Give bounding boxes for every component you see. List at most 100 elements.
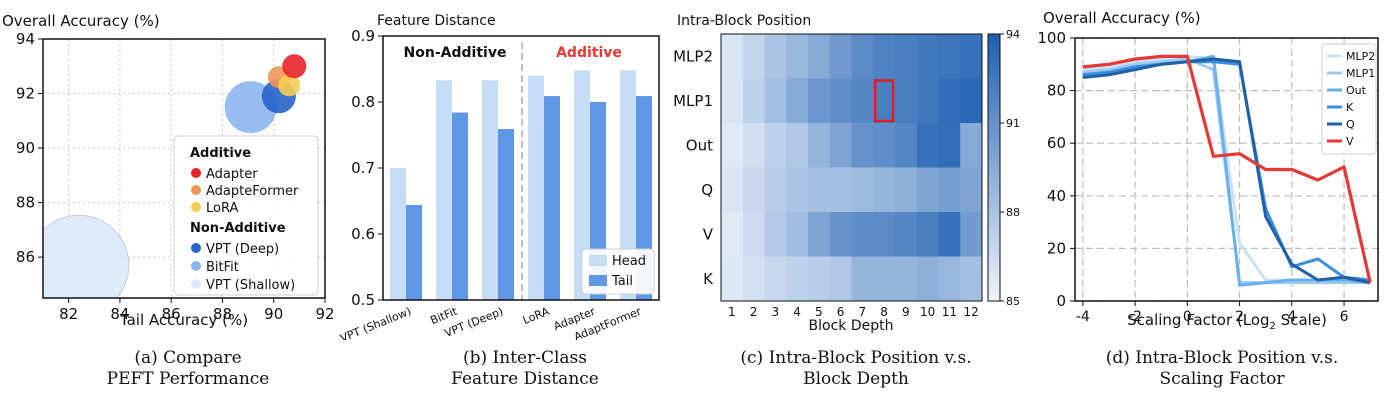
line-title: Overall Accuracy (%) (1043, 9, 1201, 27)
legend-label-k: K (1346, 101, 1354, 114)
heatmap-cell-k-4 (786, 256, 809, 302)
colorbar-segment (988, 38, 1000, 44)
scatter-title: Overall Accuracy (%) (2, 12, 160, 30)
colorbar-segment (988, 296, 1000, 302)
colorbar-segment (988, 69, 1000, 75)
colorbar-segment (988, 56, 1000, 62)
heatmap-cell-k-9 (895, 256, 918, 302)
bar-y-tick-label: 0.5 (351, 291, 375, 309)
colorbar-segment (988, 292, 1000, 298)
colorbar-segment (988, 265, 1000, 271)
heatmap-cell-q-10 (916, 167, 939, 213)
colorbar-tick-label: 85 (1006, 295, 1020, 308)
heatmap-cell-q-9 (895, 167, 918, 213)
heatmap-row-label: MLP2 (673, 47, 713, 65)
heatmap-cell-q-6 (829, 167, 852, 213)
heatmap-row-label: V (703, 225, 714, 243)
heatmap-cell-mlp1-6 (829, 78, 852, 124)
legend-marker-lora (191, 202, 201, 212)
heatmap-cell-v-8 (873, 212, 896, 257)
heatmap-cell-q-4 (786, 167, 809, 213)
scatter-legend: Additive Adapter AdapteFormer LoRA Non-A… (173, 135, 319, 296)
heatmap-col-label: 4 (793, 305, 801, 319)
scatter-x-tick-label: 84 (110, 305, 129, 323)
line-x-axis-label: Scaling Factor (Log2 Scale) (1127, 311, 1327, 332)
colorbar-segment (988, 269, 1000, 275)
heatmap-cell-q-7 (851, 167, 874, 213)
scatter-y-tick-label: 86 (16, 248, 35, 266)
colorbar-segment (988, 234, 1000, 240)
legend-swatch-head (589, 255, 607, 266)
heatmap-cell-mlp2-12 (960, 34, 983, 79)
heatmap-cell-v-6 (829, 212, 852, 257)
colorbar-segment (988, 109, 1000, 115)
scatter-frame (42, 38, 326, 299)
colorbar-segment (988, 87, 1000, 93)
line-x-tick-label: 6 (1340, 309, 1349, 325)
heatmap-cell-k-1 (721, 256, 744, 302)
colorbar-segment (988, 105, 1000, 111)
bar-tail-vpt-deep (498, 129, 514, 300)
colorbar-segment (988, 274, 1000, 280)
line-series-k (1082, 60, 1371, 282)
highlight-box (874, 79, 895, 123)
heatmap-cell-mlp1-12 (960, 78, 983, 124)
heatmap-cell-k-2 (742, 256, 765, 302)
group-label-additive: Additive (556, 45, 622, 61)
legend-label-head: Head (612, 254, 646, 269)
heatmap-cell-mlp1-9 (895, 78, 918, 124)
line-y-tick-label: 20 (1047, 239, 1066, 257)
heatmap-cell-out-8 (873, 123, 896, 168)
line-y-tick-label: 0 (1056, 292, 1066, 310)
colorbar-segment (988, 229, 1000, 235)
heatmap-col-label: 3 (772, 305, 780, 319)
scatter-x-tick-label: 82 (59, 305, 78, 323)
heatmap-cell-mlp2-4 (786, 34, 809, 79)
heatmap-col-label: 10 (920, 305, 935, 319)
heatmap-cell-mlp1-4 (786, 78, 809, 124)
scatter-y-tick-label: 92 (16, 85, 35, 103)
heatmap-col-label: 1 (728, 305, 736, 319)
heatmap-cell-v-5 (808, 212, 831, 257)
line-series-v (1082, 54, 1372, 283)
colorbar-segment (988, 225, 1000, 231)
colorbar-segment (988, 96, 1000, 102)
heatmap-col-label: 11 (942, 305, 957, 319)
line-frame (1074, 37, 1379, 302)
colorbar-segment (988, 51, 1000, 57)
colorbar-segment (988, 158, 1000, 164)
heatmap-cell-out-5 (808, 123, 831, 168)
heatmap-cell-v-4 (786, 212, 809, 257)
colorbar-segment (988, 180, 1000, 186)
heatmap-cell-q-11 (938, 167, 961, 213)
legend-label-v: V (1346, 135, 1354, 148)
legend-marker-bitfit (191, 261, 201, 271)
colorbar-segment (988, 212, 1000, 217)
line-y-tick-label: 100 (1037, 29, 1066, 47)
bar-head-vpt-deep (482, 80, 498, 300)
legend-label-adapter: Adapter (206, 167, 258, 182)
caption-d: (d) Intra-Block Position v.s.Scaling Fac… (1105, 348, 1339, 389)
heatmap-cell-out-4 (786, 123, 809, 168)
bar-x-tick-label: VPT (Shallow) (338, 305, 413, 340)
colorbar-segment (988, 74, 1000, 79)
heatmap-cell-mlp2-10 (916, 34, 939, 79)
colorbar-segment (988, 167, 1000, 173)
bar-x-tick-label: LoRA (521, 305, 552, 327)
colorbar-segment (988, 171, 1000, 177)
heatmap-row-label: Q (701, 181, 713, 199)
legend-swatch-tail (589, 275, 607, 286)
heatmap-cell-out-11 (938, 123, 961, 168)
colorbar-segment (988, 194, 1000, 200)
colorbar-segment (988, 243, 1000, 249)
bar-title: Feature Distance (377, 13, 496, 29)
colorbar-segment (988, 149, 1000, 155)
heatmap-cell-mlp1-7 (851, 78, 874, 124)
colorbar-segment (988, 252, 1000, 257)
heatmap-cell-mlp1-5 (808, 78, 831, 124)
heatmap-cell-k-3 (764, 256, 787, 302)
colorbar-segment (988, 34, 1000, 39)
